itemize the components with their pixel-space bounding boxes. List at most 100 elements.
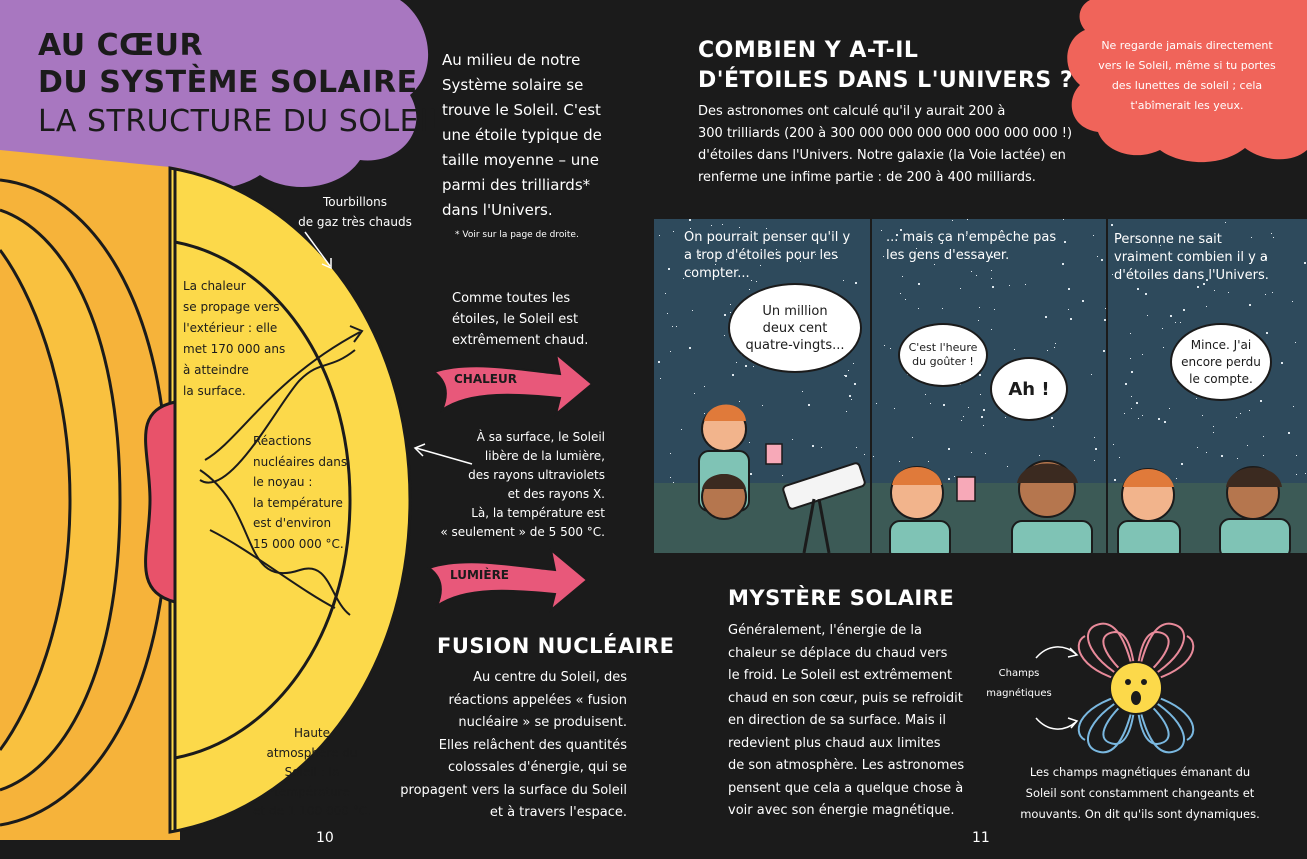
- warning-line: t'abîmerait les yeux.: [1130, 99, 1244, 112]
- bubble-line: Mince. J'ai: [1190, 337, 1252, 352]
- label-line: à atteindre: [183, 363, 249, 377]
- champs-text-line: Les champs magnétiques émanant du: [1029, 765, 1251, 779]
- star-dot: [931, 242, 932, 243]
- star-dot: [802, 391, 803, 392]
- panel-2-speech-bubble-1: C'est l'heure du goûter !: [898, 323, 988, 387]
- comic-panel-3: Personne ne sait vraiment combien il y a…: [1107, 218, 1307, 554]
- fusion-line: Elles relâchent des quantités: [438, 737, 627, 753]
- star-dot: [968, 407, 969, 408]
- hot-line: extrêmement chaud.: [452, 333, 589, 348]
- lumiere-arrow-label: LUMIÈRE: [450, 568, 510, 582]
- mystere-line: de son atmosphère. Les astronomes: [728, 758, 965, 773]
- star-dot: [711, 225, 712, 226]
- star-dot: [1176, 478, 1177, 479]
- kids-confused-illustration: [1117, 466, 1291, 553]
- star-dot: [1292, 301, 1293, 302]
- star-dot: [928, 461, 929, 462]
- surface-text: À sa surface, le Soleil libère de la lum…: [440, 428, 605, 542]
- star-dot: [722, 224, 723, 225]
- star-dot: [1281, 362, 1283, 364]
- star-dot: [1097, 256, 1098, 257]
- star-dot: [1103, 350, 1105, 352]
- intro-text: Au milieu de notre Système solaire se tr…: [442, 48, 602, 223]
- star-dot: [1228, 292, 1229, 293]
- star-dot: [1164, 421, 1166, 423]
- star-dot: [1296, 455, 1297, 456]
- star-dot: [851, 399, 852, 400]
- tourbillons-line: de gaz très chauds: [298, 215, 412, 229]
- star-dot: [1175, 322, 1176, 323]
- chaleur-arrow-label: CHALEUR: [454, 372, 517, 386]
- star-dot: [1137, 288, 1139, 290]
- star-dot: [1240, 413, 1241, 414]
- warning-line: des lunettes de soleil ; cela: [1111, 79, 1263, 92]
- star-dot: [800, 261, 801, 262]
- star-dot: [900, 229, 902, 231]
- label-line: Soleil : la température: [274, 765, 350, 799]
- star-dot: [670, 453, 671, 454]
- star-dot: [925, 394, 926, 395]
- star-dot: [1249, 304, 1251, 306]
- star-dot: [980, 394, 981, 395]
- star-dot: [736, 362, 737, 363]
- star-dot: [1104, 319, 1106, 321]
- star-dot: [1082, 300, 1084, 302]
- champs-text-line: Soleil sont constamment changeants et: [1025, 786, 1255, 800]
- star-dot: [730, 304, 731, 305]
- kids-snack-illustration: [889, 460, 1093, 553]
- tourbillons-arrow: [304, 231, 332, 270]
- stars-body: Des astronomes ont calculé qu'il y aurai…: [698, 101, 1072, 189]
- bubble-line: Ah !: [1008, 378, 1050, 400]
- intro-line: taille moyenne – une: [442, 151, 599, 169]
- hot-text: Comme toutes les étoiles, le Soleil est …: [452, 288, 588, 351]
- star-dot: [739, 401, 740, 402]
- star-dot: [1068, 288, 1070, 290]
- mystere-line: le froid. Le Soleil est extrêmement: [728, 668, 953, 683]
- star-dot: [1062, 263, 1064, 265]
- star-dot: [812, 445, 814, 447]
- fusion-line: réactions appelées « fusion: [448, 692, 627, 708]
- star-dot: [1147, 315, 1148, 316]
- champs-label-line: magnétiques: [986, 688, 1052, 699]
- star-dot: [739, 227, 740, 228]
- stars-title: COMBIEN Y A-T-IL D'ÉTOILES DANS L'UNIVER…: [698, 36, 1073, 96]
- star-dot: [1045, 316, 1047, 318]
- label-line: est d'environ: [253, 516, 332, 530]
- star-dot: [1265, 294, 1266, 295]
- star-dot: [967, 219, 968, 220]
- bubble-line: quatre-vingts...: [745, 337, 845, 353]
- label-line: atmosphère du: [266, 745, 358, 760]
- star-dot: [1094, 460, 1095, 461]
- star-dot: [948, 448, 950, 450]
- star-dot: [983, 409, 985, 411]
- star-dot: [991, 256, 993, 258]
- star-dot: [1263, 455, 1264, 456]
- bubble-line: encore perdu: [1181, 354, 1261, 369]
- star-dot: [876, 403, 877, 404]
- star-dot: [667, 313, 668, 314]
- stars-body-line: 300 trilliards (200 à 300 000 000 000 00…: [698, 126, 1073, 141]
- star-dot: [1136, 402, 1138, 404]
- bubble-line: Un million: [762, 303, 828, 319]
- mystere-line: voir avec son énergie magnétique.: [728, 803, 955, 818]
- lumiere-arrow: [426, 548, 589, 613]
- star-dot: [899, 461, 900, 462]
- star-dot: [1093, 235, 1094, 236]
- star-dot: [1111, 224, 1113, 226]
- star-dot: [991, 329, 992, 330]
- star-dot: [751, 280, 752, 281]
- label-line: 15 000 000 °C.: [253, 536, 344, 551]
- intro-line: parmi des trilliards*: [442, 176, 591, 194]
- star-dot: [845, 375, 847, 377]
- main-heading: AU CŒUR DU SYSTÈME SOLAIRE LA STRUCTURE …: [38, 28, 446, 142]
- chaleur-arrow: [431, 352, 594, 417]
- label-chaleur-propage: La chaleur se propage vers l'extérieur :…: [183, 276, 285, 402]
- star-dot: [985, 453, 986, 454]
- star-dot: [981, 416, 983, 418]
- star-dot: [1054, 347, 1055, 348]
- star-dot: [1139, 242, 1140, 243]
- star-dot: [884, 345, 885, 346]
- warning-line: Ne regarde jamais directement: [1101, 39, 1273, 52]
- star-dot: [846, 411, 847, 412]
- star-dot: [994, 309, 995, 310]
